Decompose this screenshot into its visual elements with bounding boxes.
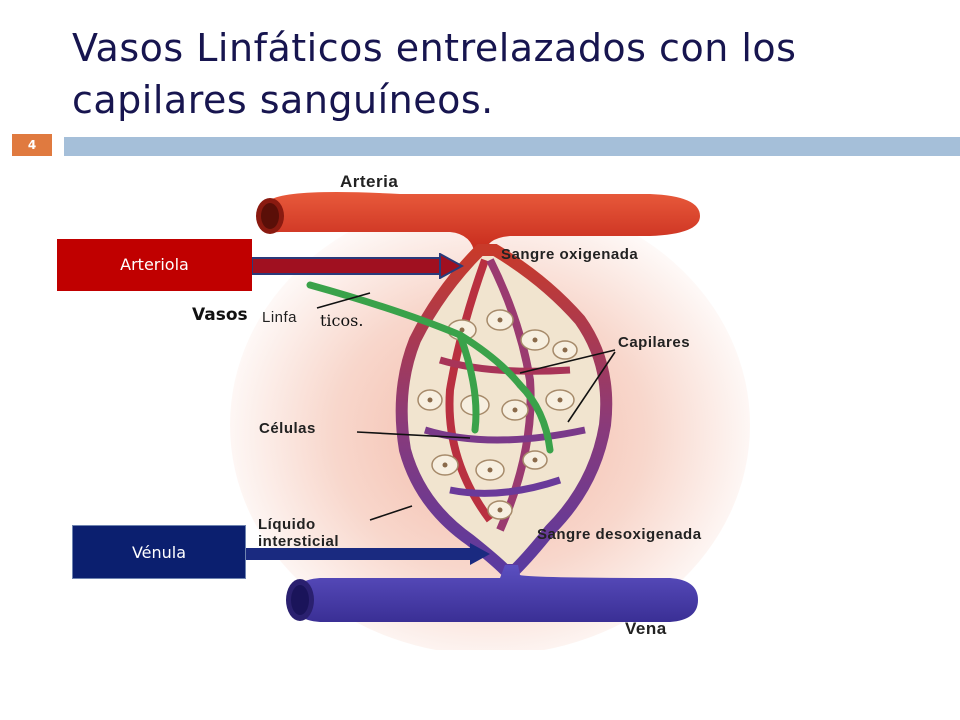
venula-arrow	[246, 543, 490, 565]
ticos-label: ticos.	[320, 311, 364, 330]
label-liquido-line2: intersticial	[258, 533, 340, 550]
label-celulas: Células	[259, 420, 316, 437]
slide-title: Vasos Linfáticos entrelazados con los ca…	[72, 26, 797, 122]
vein-tube	[286, 565, 698, 622]
venula-box: Vénula	[72, 525, 246, 579]
label-arteria: Arteria	[340, 172, 399, 191]
label-linfa: Linfa	[262, 309, 298, 326]
slide-number: 4	[12, 134, 52, 156]
vasos-label: Vasos	[192, 305, 248, 325]
capillary-diagram	[230, 192, 750, 650]
label-sangre-oxigenada: Sangre oxigenada	[501, 246, 639, 263]
arteriola-box: Arteriola	[57, 239, 252, 291]
label-sangre-desoxigenada: Sangre desoxigenada	[537, 526, 702, 543]
label-capilares: Capilares	[618, 334, 691, 351]
pointer-lines	[316, 292, 616, 521]
label-liquido-line1: Líquido	[258, 516, 316, 533]
header-bar	[64, 137, 960, 156]
artery-tube	[256, 192, 700, 255]
arteriola-arrow	[252, 253, 464, 279]
label-vena: Vena	[625, 619, 667, 638]
